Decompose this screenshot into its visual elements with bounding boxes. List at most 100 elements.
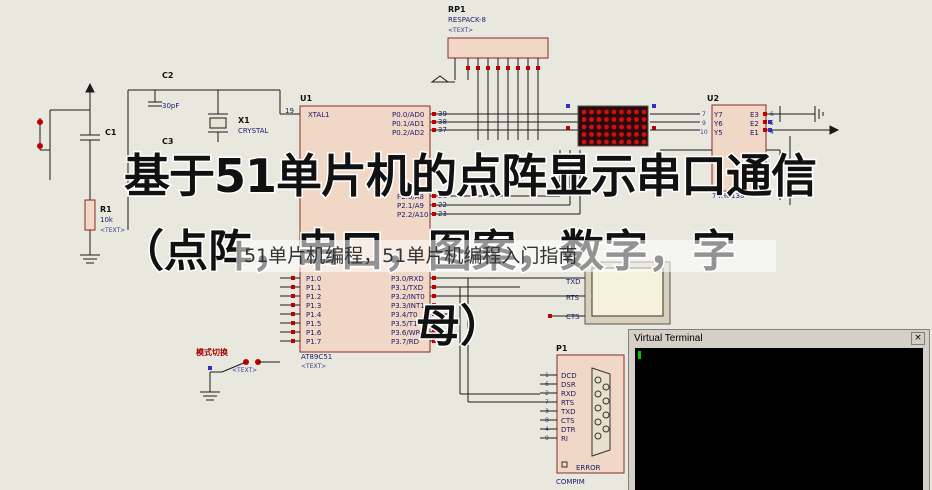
led-dot (641, 117, 647, 122)
rp1-ref: RP1 (448, 5, 466, 14)
u2-pin-y7: Y7 (713, 111, 723, 119)
u2-pin-y5: Y5 (713, 129, 723, 137)
led-dot (641, 109, 647, 115)
u2-pin-y6: Y6 (713, 120, 723, 128)
u2-part: 74HC138 (712, 192, 744, 200)
u1-pin38: 38 (438, 118, 447, 126)
u1-pin21: 21 (438, 192, 447, 200)
led-dot (581, 139, 587, 145)
u2-decoder[interactable]: U2 Y7 Y6 Y5 E3 E2 E1 7 9 10 6 5 4 74HC13… (700, 94, 774, 200)
p1-pin-dcd: DCD (561, 372, 577, 380)
p1-ref: P1 (556, 344, 568, 353)
led-dot (634, 139, 639, 145)
u1-pin-p17: P1.7 (306, 338, 321, 346)
led-dot (634, 109, 639, 115)
r1-ref: R1 (100, 205, 112, 214)
led-dot (626, 109, 632, 115)
led-dot (626, 132, 632, 137)
led-dot (589, 132, 594, 137)
x1-part: CRYSTAL (238, 127, 269, 135)
watermark-banner: 51单片机编程，51单片机编程入门指南 (236, 240, 776, 272)
u1-pin-p13: P1.3 (306, 302, 321, 310)
oscillator-circuit (127, 89, 300, 230)
led-dot (619, 124, 624, 130)
led-dot (611, 109, 617, 115)
u1-pin-p31: P3.1/TXD (391, 284, 423, 292)
p1-compim-connector[interactable]: P1 ERROR DCD DSR RXD RTS TXD CTS DTR RI … (540, 344, 625, 486)
u1-xtal-pin-num: 19 (285, 107, 294, 115)
u1-ref: U1 (300, 94, 312, 103)
u2-pin7: 7 (702, 111, 706, 118)
p1-pin-cts: CTS (561, 417, 575, 425)
u2-pin-e1: E1 (750, 129, 759, 137)
u2-pin-e3: E3 (750, 111, 759, 119)
led-dot (626, 139, 632, 145)
u2-pin9: 9 (702, 120, 706, 127)
led-dot (611, 124, 617, 130)
p1-pin-dsr: DSR (561, 381, 576, 389)
p1-pin-rts: RTS (561, 399, 575, 407)
virtual-terminal-window[interactable]: Virtual Terminal × (628, 329, 930, 490)
led-dot (589, 124, 594, 130)
led-dot (596, 139, 602, 145)
u1-pin23: 23 (438, 210, 447, 218)
led-dot (604, 124, 609, 130)
vterm-component[interactable]: TXD RTS CTS (520, 261, 671, 325)
led-dot (641, 132, 647, 137)
r1-value: 10k (100, 216, 114, 224)
led-dot (641, 139, 647, 145)
p1-error: ERROR (576, 464, 601, 472)
u1-pin-p11: P1.1 (306, 284, 321, 292)
u1-pin-p32: P3.2/INT0 (391, 293, 425, 301)
u1-pin37: 37 (438, 126, 447, 134)
u1-pin-p33: P3.3/INT1 (391, 302, 425, 310)
led-dot (626, 117, 632, 122)
vterm-pin-rts: RTS (566, 294, 580, 302)
switch-text-tag: <TEXT> (232, 367, 257, 374)
led-dot (641, 124, 647, 130)
u1-pin-p21: P2.1/A9 (397, 202, 424, 210)
led-dot (589, 117, 594, 122)
led-dot (596, 132, 602, 137)
u1-text-tag: <TEXT> (301, 363, 326, 370)
led-dot (581, 132, 587, 137)
mode-switch[interactable]: 模式切换 <TEXT> (196, 347, 280, 401)
u1-pin22: 22 (438, 201, 447, 209)
led-dot (596, 124, 602, 130)
u1-pin-p02: P0.2/AD2 (392, 129, 424, 137)
mode-switch-label: 模式切换 (196, 347, 229, 357)
led-dot (611, 117, 617, 122)
u1-pin-p10: P1.0 (306, 275, 321, 283)
u1-pin-p36: P3.6/WR (391, 329, 421, 337)
led-dot (589, 139, 594, 145)
c2-value: 30pF (162, 102, 179, 110)
led-dot (596, 117, 602, 122)
u2-pin-e2: E2 (750, 120, 759, 128)
u2-pin4: 4 (770, 129, 774, 136)
led-dot (604, 109, 609, 115)
u1-pin-p16: P1.6 (306, 329, 322, 337)
u1-pin-xtal1: XTAL1 (308, 111, 330, 119)
led-dot (604, 117, 609, 122)
u1-microcontroller[interactable]: U1 XTAL1 P0.0/AD0 P0.1/AD1 P0.2/AD2 P2.0… (299, 94, 431, 370)
rp1-text-tag: <TEXT> (448, 27, 473, 34)
p1-pin-ri: RI (561, 435, 568, 443)
led-dot (619, 109, 624, 115)
led-dot (619, 117, 624, 122)
overlay-title: 基于51单片机的点阵显示串口通信 (122, 148, 818, 205)
led-dot-matrix[interactable] (566, 104, 656, 147)
x1-ref: X1 (238, 116, 250, 125)
terminal-screen[interactable] (635, 348, 923, 490)
p1-pin-rxd: RXD (561, 390, 576, 398)
close-icon[interactable]: × (911, 332, 925, 345)
virtual-terminal-title: Virtual Terminal (634, 333, 703, 344)
u2-power (766, 106, 840, 135)
rp1-resistor-pack[interactable]: RP1 RESPACK-8 <TEXT> (430, 5, 549, 140)
led-dot (611, 139, 617, 145)
p1-pin-dtr: DTR (561, 426, 576, 434)
led-dot (581, 109, 587, 115)
u1-pin39: 39 (438, 110, 447, 118)
vterm-pin-cts: CTS (566, 313, 580, 321)
